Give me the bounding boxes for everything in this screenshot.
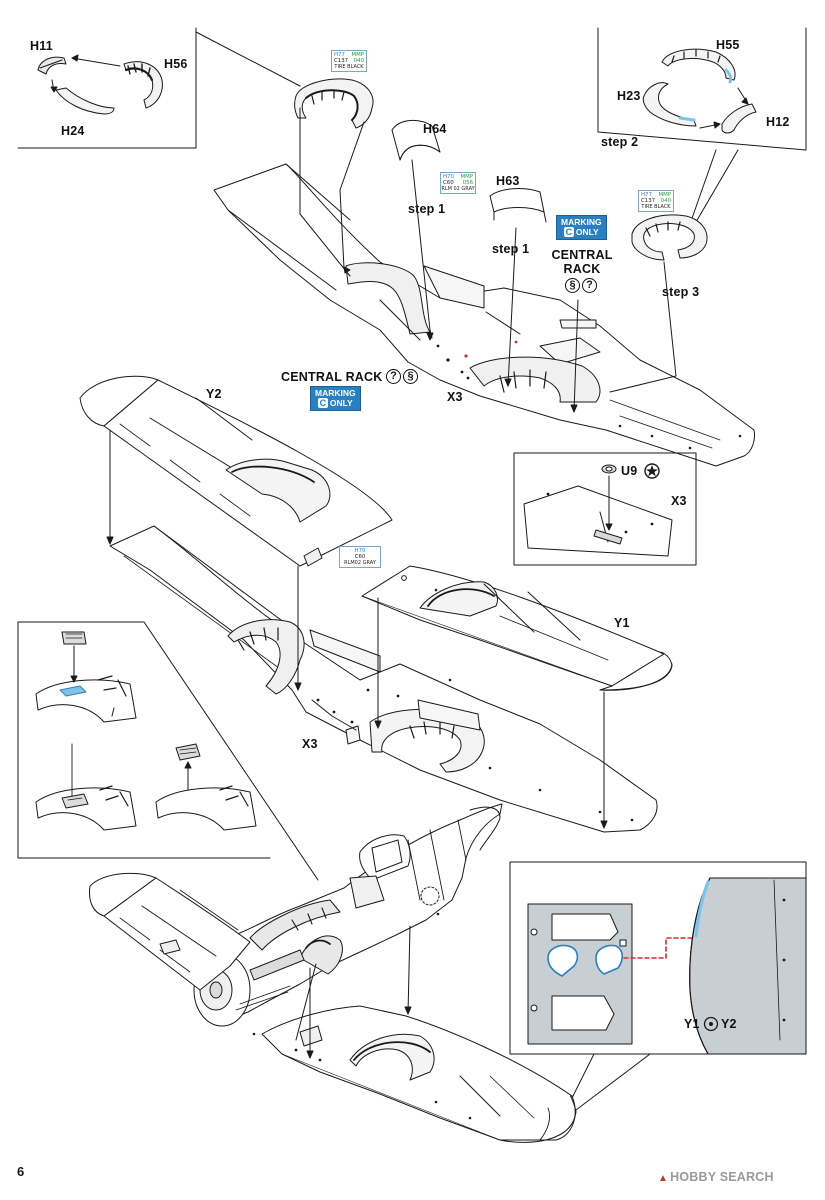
- label-y1: Y1: [614, 616, 630, 630]
- lower-wing-middle-drawing: [109, 525, 658, 833]
- label-h63: H63: [496, 174, 520, 188]
- part-h55-drawing: [661, 48, 736, 84]
- arrow: [71, 57, 121, 67]
- inset-frame-left-middle: [17, 621, 319, 881]
- inset-frame-top-right: [597, 27, 807, 151]
- label-h55: H55: [716, 38, 740, 52]
- detail-3: [155, 743, 257, 831]
- watermark-logo-icon: ▲: [658, 1173, 669, 1184]
- wheel-well-insert-step3: [631, 214, 708, 261]
- label-x3-inset: X3: [671, 494, 687, 508]
- inset-x3-panel: [523, 485, 673, 557]
- inset-frame-u9: [513, 452, 697, 566]
- label-central-rack-left: CENTRAL RACK: [281, 370, 383, 384]
- upper-wing-y2-drawing: [79, 375, 393, 567]
- part-h12-drawing: [721, 103, 757, 134]
- label-u9: U9: [621, 464, 638, 478]
- page-number: 6: [17, 1164, 25, 1179]
- label-y2: Y2: [206, 387, 222, 401]
- part-h64-drawing: [391, 120, 441, 161]
- label-y1-join: Y1: [684, 1017, 700, 1031]
- upper-wing-y1-drawing: [361, 565, 673, 691]
- mask-leader: [623, 937, 695, 959]
- option-question-icon: ?: [386, 369, 401, 385]
- label-x3-mid: X3: [302, 737, 318, 751]
- label-y2-join: Y2: [721, 1017, 737, 1031]
- detail-2: [35, 743, 137, 831]
- label-h64: H64: [423, 122, 447, 136]
- wing-right-bottom-drawing: [261, 1005, 577, 1143]
- part-h24-drawing: [55, 87, 115, 115]
- watermark: ▲HOBBY SEARCH: [658, 1170, 774, 1184]
- paint-callout-rlm02-gray-2: H70 C60 RLM02 GRAY: [339, 546, 381, 568]
- label-step-1-a: step 1: [408, 202, 446, 216]
- label-central-rack-right: CENTRAL RACK: [551, 248, 613, 276]
- option-icons-left: ?§: [384, 368, 418, 386]
- part-h56-drawing: [123, 61, 163, 109]
- cement-free-icon: [644, 463, 660, 479]
- label-x3-top: X3: [447, 390, 463, 404]
- inset-frame-top-left: [17, 27, 197, 149]
- wingtip-closeup: [689, 877, 807, 1055]
- part-h23-drawing: [642, 82, 697, 127]
- canopy-mask-sheet: [527, 903, 633, 1045]
- wheel-well-insert-top: [294, 78, 374, 129]
- label-h23: H23: [617, 89, 641, 103]
- option-s-icon: §: [565, 278, 580, 294]
- part-h63-drawing: [489, 188, 547, 223]
- option-icons-right: §?: [563, 277, 597, 295]
- label-h12: H12: [766, 115, 790, 129]
- label-step-2: step 2: [601, 135, 639, 149]
- label-h24: H24: [61, 124, 85, 138]
- wing-left-bottom-drawing: [89, 872, 251, 991]
- lower-wing-top-drawing: [213, 163, 755, 467]
- label-step-3: step 3: [662, 285, 700, 299]
- part-h11-drawing: [37, 56, 67, 75]
- option-question-icon: ?: [582, 278, 597, 294]
- label-step-1-b: step 1: [492, 242, 530, 256]
- fuselage-drawing: [193, 803, 503, 1027]
- glue-join-icon: [703, 1016, 719, 1032]
- part-u9-drawing: [601, 464, 617, 474]
- label-h56: H56: [164, 57, 188, 71]
- option-s-icon: §: [403, 369, 418, 385]
- detail-1: [35, 631, 137, 723]
- label-h11: H11: [30, 39, 53, 53]
